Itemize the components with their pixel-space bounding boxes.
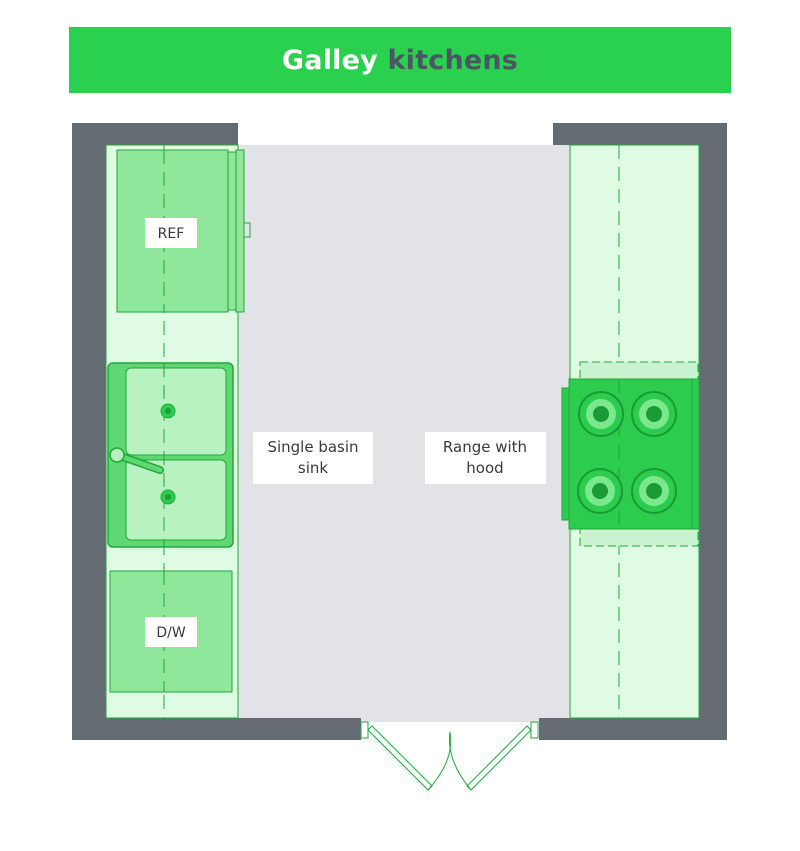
title-word-kitchens: kitchens xyxy=(387,44,519,76)
fridge-handle xyxy=(243,222,251,238)
door-jamb-left xyxy=(360,721,369,739)
title-banner: Galley kitchens xyxy=(69,27,731,93)
ref-label-bg xyxy=(145,218,197,248)
walls xyxy=(72,123,727,740)
entry-doors xyxy=(360,721,539,791)
diagram-title: Galley kitchens xyxy=(282,45,518,76)
sink-label-line1: Single basin xyxy=(267,438,358,456)
range xyxy=(561,361,700,547)
dishwasher: D/W xyxy=(109,570,233,693)
dw-label-bg xyxy=(145,617,197,647)
door-jamb-right xyxy=(530,721,539,739)
range-label-line2: hood xyxy=(466,459,503,477)
burner-bottom-right xyxy=(631,468,677,514)
door-swing-right xyxy=(448,731,472,791)
burner-top-right xyxy=(631,391,677,437)
door-swing-left xyxy=(427,731,452,791)
range-handle xyxy=(561,387,570,521)
ref-label: REF xyxy=(158,226,185,242)
burner-top-left xyxy=(578,391,624,437)
dw-label: D/W xyxy=(156,625,185,641)
faucet-base xyxy=(109,447,125,463)
title-word-galley: Galley xyxy=(281,44,378,76)
range-label: Range with hood xyxy=(425,432,546,484)
range-label-line1: Range with xyxy=(443,438,527,456)
sink xyxy=(107,362,234,548)
sink-label: Single basin sink xyxy=(253,432,373,484)
sink-label-line2: sink xyxy=(298,459,328,477)
door-leaf-right xyxy=(466,725,532,791)
refrigerator: REF xyxy=(116,149,251,313)
door-leaf-left xyxy=(367,725,433,791)
burner-bottom-left xyxy=(577,468,623,514)
